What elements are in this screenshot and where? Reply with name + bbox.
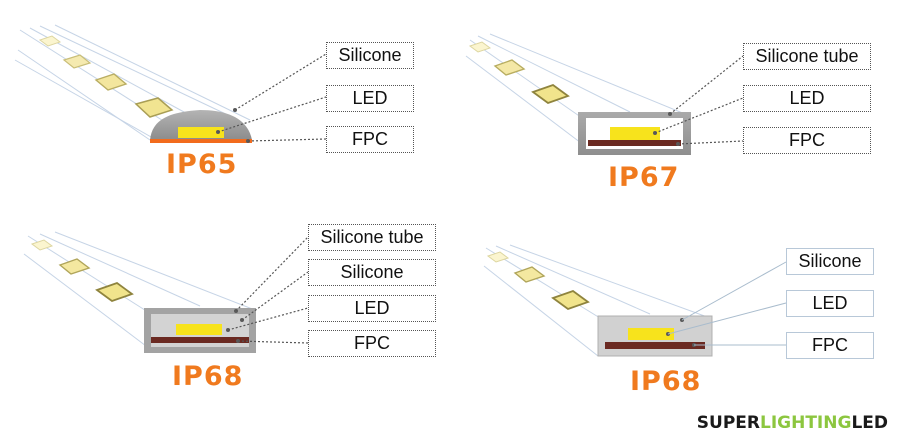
brand-part-led: LED: [851, 413, 888, 433]
led-chip: [551, 289, 590, 311]
label-silicone-tube: Silicone tube: [308, 224, 436, 251]
led-chip: [493, 59, 526, 76]
led-die: [628, 328, 674, 340]
rating-ip65: IP65: [166, 149, 238, 180]
ip68-tube-profile: [144, 308, 256, 353]
label-fpc: FPC: [326, 126, 414, 153]
panel-ip68-solid-strip: [483, 244, 787, 357]
led-chip: [58, 258, 91, 275]
led-chip: [531, 83, 570, 105]
label-silicone: Silicone: [326, 42, 414, 69]
label-led: LED: [743, 85, 871, 112]
label-led: LED: [308, 295, 436, 322]
led-chip: [513, 266, 546, 283]
ip65-profile: [150, 108, 252, 143]
panel-ip67-strip: [465, 33, 744, 155]
silicone-coating: [150, 110, 252, 140]
ip68-solid-profile: [597, 315, 713, 357]
led-die: [176, 324, 222, 335]
fpc-board: [150, 139, 252, 143]
label-fpc: FPC: [743, 127, 871, 154]
brand-logo: SUPERLIGHTINGLED: [697, 413, 888, 433]
label-silicone: Silicone: [786, 248, 874, 275]
panel-ip65-strip: [14, 24, 327, 143]
brand-part-super: SUPER: [696, 413, 760, 433]
ip67-profile: [578, 112, 691, 155]
led-chip: [468, 41, 492, 53]
led-chip: [38, 35, 62, 47]
label-fpc: FPC: [786, 332, 874, 359]
label-led: LED: [786, 290, 874, 317]
label-led: LED: [326, 85, 414, 112]
label-fpc: FPC: [308, 330, 436, 357]
led-chip: [486, 251, 510, 263]
led-chip: [134, 97, 174, 118]
rating-ip68-tube: IP68: [172, 361, 244, 392]
rating-ip67: IP67: [608, 162, 680, 193]
rating-ip68-solid: IP68: [630, 366, 702, 397]
fpc-board: [151, 337, 249, 343]
label-silicone: Silicone: [308, 259, 436, 286]
led-chip: [62, 54, 92, 69]
led-chip: [94, 73, 128, 91]
fpc-board: [588, 140, 681, 146]
brand-part-lighting: LIGHTING: [759, 413, 852, 433]
fpc-board: [605, 342, 705, 349]
led-die: [610, 127, 660, 140]
led-die: [178, 127, 224, 138]
led-chip: [30, 239, 54, 251]
led-chip: [95, 281, 134, 303]
panel-ip68-tube-strip: [23, 231, 309, 353]
label-silicone-tube: Silicone tube: [743, 43, 871, 70]
